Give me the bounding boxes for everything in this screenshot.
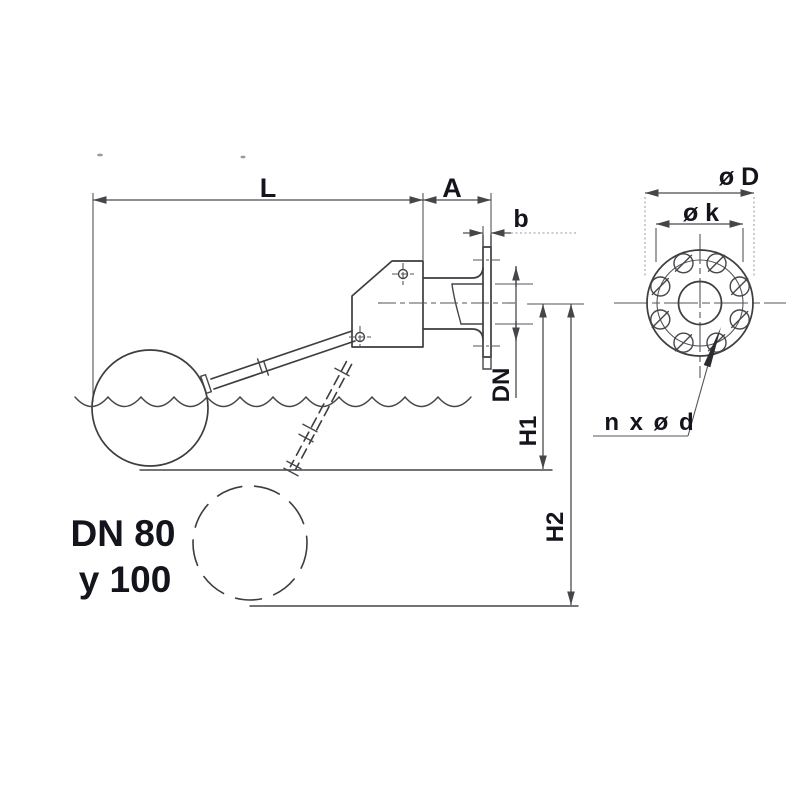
bolt-hole xyxy=(650,276,671,297)
float-ball xyxy=(91,349,209,467)
dimension-H1-H2: H1 H2 xyxy=(139,303,584,607)
dimension-label-nxod: n x ø d xyxy=(604,409,695,436)
dimension-b: b xyxy=(463,205,577,247)
arm-ball-connector xyxy=(199,373,213,395)
bolt-hole xyxy=(650,309,671,330)
speck xyxy=(97,153,103,157)
dimension-L: L xyxy=(92,173,423,402)
dimension-label-ok: ø k xyxy=(683,199,719,227)
flange-front-view: ø D ø k n x ø d xyxy=(593,163,786,437)
leader-arrow xyxy=(703,327,721,368)
dimension-label-H1: H1 xyxy=(515,416,542,447)
valve-seat-taper xyxy=(451,283,462,325)
float-arm xyxy=(199,330,356,395)
size-note: DN 80 y 100 xyxy=(71,513,176,600)
flange-outer-circle xyxy=(646,249,754,357)
flange-bore-circle xyxy=(677,280,723,326)
size-note-line1: DN 80 xyxy=(71,513,176,554)
dimension-outer-diameter: ø D xyxy=(644,163,759,276)
speck xyxy=(240,155,246,159)
valve-body xyxy=(378,267,515,340)
dimension-bolt-circle: ø k xyxy=(655,199,744,262)
arm-pivot-hole xyxy=(349,326,371,348)
dimension-label-H2: H2 xyxy=(542,512,569,543)
flange-side-view xyxy=(473,234,500,370)
mounting-bracket xyxy=(349,260,424,348)
dimension-label-b: b xyxy=(513,205,528,233)
phantom-float-ball xyxy=(192,485,308,601)
dimension-label-oD: ø D xyxy=(719,163,759,191)
bolt-hole-callout: n x ø d xyxy=(593,327,721,437)
size-note-line2: y 100 xyxy=(79,559,172,600)
bolt-hole xyxy=(706,253,727,274)
dimension-label-A: A xyxy=(442,173,462,203)
float-lowered-phantom xyxy=(192,360,353,601)
dimension-label-DN: DN xyxy=(488,368,515,403)
water-line xyxy=(74,395,472,408)
bolt-hole xyxy=(729,309,750,330)
bolt-hole xyxy=(673,253,694,274)
dimension-label-L: L xyxy=(260,173,277,203)
bolt-circle xyxy=(656,259,744,347)
dimension-DN: DN xyxy=(488,266,533,402)
bolt-hole xyxy=(729,276,750,297)
bolt-hole xyxy=(673,332,694,353)
bracket-hole xyxy=(392,263,414,285)
bolt-holes xyxy=(650,253,750,353)
dimension-A: A xyxy=(422,173,492,260)
